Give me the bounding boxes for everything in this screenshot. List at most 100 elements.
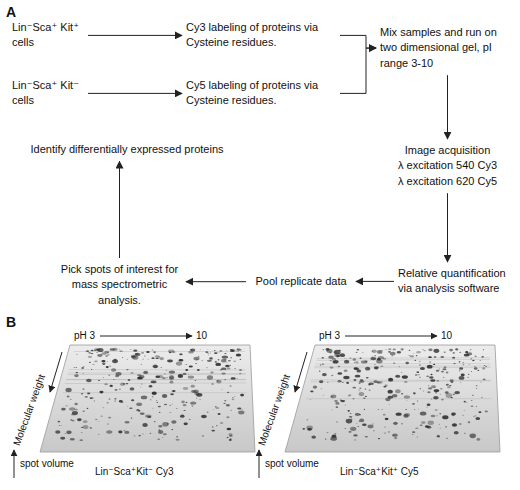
- protein-spot: [197, 369, 200, 371]
- protein-spot: [194, 392, 199, 395]
- protein-spot: [378, 438, 380, 439]
- protein-spot: [450, 397, 453, 398]
- step-text: Lin⁻Sca⁺ Kit⁻ cells: [12, 78, 84, 109]
- protein-spot: [136, 409, 139, 411]
- protein-spot: [65, 432, 66, 434]
- protein-spot: [58, 425, 60, 426]
- process-step: Mix samples and run on two dimensional g…: [380, 25, 515, 71]
- protein-spot: [369, 390, 371, 391]
- protein-spot: [479, 360, 480, 362]
- protein-spot: [354, 362, 355, 364]
- protein-spot: [475, 417, 480, 420]
- protein-spot: [430, 374, 432, 375]
- protein-spot: [454, 431, 459, 434]
- protein-spot: [163, 433, 167, 435]
- protein-spot: [127, 405, 128, 407]
- protein-spot: [366, 377, 369, 379]
- protein-spot: [91, 353, 94, 354]
- protein-spot: [199, 399, 200, 401]
- axis-label: Molecular weight: [12, 373, 49, 448]
- panel-letter: A: [6, 4, 16, 21]
- protein-spot: [202, 435, 204, 436]
- protein-spot: [348, 431, 351, 433]
- protein-spot: [114, 400, 116, 402]
- protein-spot: [326, 432, 328, 433]
- protein-spot: [230, 349, 234, 351]
- volume-axis-arrow: [259, 450, 260, 478]
- protein-spot: [359, 421, 361, 422]
- panel-letter: B: [6, 314, 16, 331]
- gel-streak: [69, 369, 246, 370]
- protein-spot: [108, 417, 111, 419]
- protein-spot: [404, 395, 410, 398]
- protein-spot: [218, 351, 219, 353]
- protein-spot: [167, 360, 173, 363]
- protein-spot: [371, 349, 377, 353]
- protein-spot: [419, 361, 420, 363]
- protein-spot: [109, 365, 111, 366]
- protein-spot: [321, 388, 323, 390]
- protein-spot: [365, 388, 367, 389]
- protein-spot: [349, 394, 352, 396]
- protein-spot: [183, 373, 187, 375]
- protein-spot: [230, 357, 232, 358]
- protein-spot: [404, 413, 410, 417]
- gel-surface: [285, 345, 500, 452]
- protein-spot: [109, 385, 112, 387]
- protein-spot: [481, 356, 483, 358]
- protein-spot: [119, 388, 121, 389]
- gel-streak: [306, 398, 492, 399]
- protein-spot: [342, 382, 344, 383]
- protein-spot: [433, 349, 439, 353]
- gel-caption: Lin⁻Sca⁺Kit⁻ Cy3: [95, 466, 174, 478]
- protein-spot: [412, 433, 414, 435]
- protein-spot: [176, 361, 182, 365]
- protein-spot: [362, 424, 367, 426]
- protein-spot: [360, 358, 362, 359]
- protein-spot: [166, 377, 168, 379]
- protein-spot: [124, 431, 129, 434]
- protein-spot: [453, 394, 456, 396]
- protein-spot: [153, 365, 157, 368]
- protein-spot: [468, 421, 470, 423]
- protein-spot: [171, 403, 173, 405]
- step-text: Pick spots of interest for mass spectrom…: [57, 262, 182, 308]
- protein-spot: [470, 358, 472, 359]
- protein-spot: [115, 389, 118, 391]
- protein-spot: [133, 349, 137, 351]
- protein-spot: [188, 350, 194, 353]
- protein-spot: [180, 353, 181, 355]
- protein-spot: [459, 370, 460, 371]
- protein-spot: [441, 399, 443, 401]
- protein-spot: [178, 359, 183, 362]
- protein-spot: [475, 356, 477, 357]
- protein-spot: [239, 349, 242, 350]
- protein-spot: [102, 363, 106, 365]
- protein-spot: [330, 438, 331, 440]
- protein-spot: [87, 393, 90, 395]
- protein-spot: [359, 392, 365, 396]
- protein-spot: [98, 380, 100, 381]
- protein-spot: [406, 399, 407, 401]
- protein-spot: [420, 388, 421, 389]
- protein-spot: [75, 367, 76, 369]
- protein-spot: [428, 387, 432, 389]
- protein-spot: [215, 406, 217, 407]
- protein-spot: [207, 360, 212, 362]
- protein-spot: [368, 425, 374, 429]
- protein-spot: [470, 348, 471, 350]
- protein-spot: [152, 392, 157, 395]
- protein-spot: [450, 381, 451, 383]
- protein-spot: [393, 434, 394, 436]
- protein-spot: [190, 401, 196, 404]
- protein-spot: [104, 383, 108, 385]
- protein-spot: [90, 397, 93, 399]
- protein-spot: [154, 421, 156, 423]
- protein-spot: [88, 352, 91, 354]
- protein-spot: [474, 366, 475, 368]
- protein-spot: [435, 392, 437, 393]
- protein-spot: [356, 352, 358, 353]
- protein-spot: [214, 350, 215, 351]
- protein-spot: [365, 436, 368, 438]
